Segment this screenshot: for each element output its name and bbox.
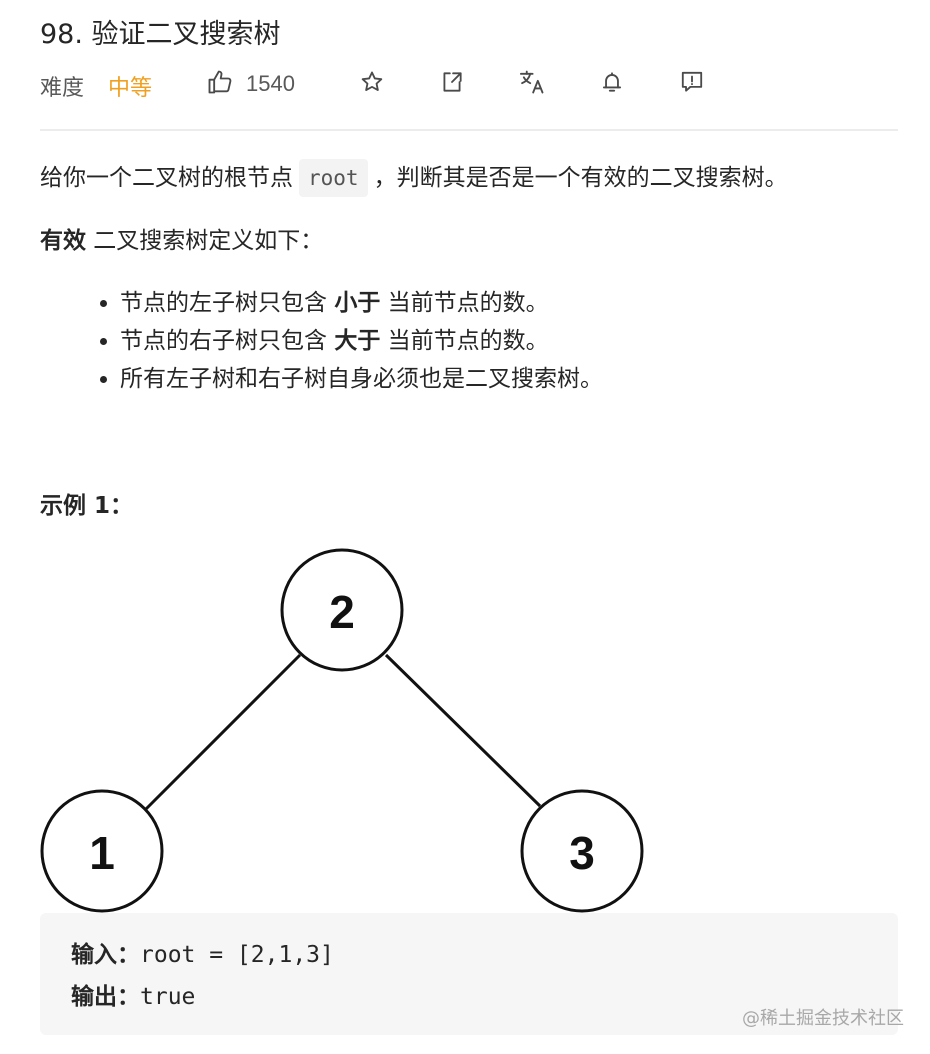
input-label: 输入： (71, 942, 140, 968)
rule-list: 节点的左子树只包含 小于 当前节点的数。 节点的右子树只包含 大于 当前节点的数… (96, 284, 603, 398)
tree-node-label: 3 (569, 827, 595, 879)
problem-title: 98. 验证二叉搜索树 (40, 19, 281, 50)
feedback-icon (679, 69, 705, 99)
binary-tree-diagram: 2 1 3 (40, 548, 644, 913)
thumbs-up-icon (206, 68, 234, 100)
rule-text: 节点的右子树只包含 (120, 328, 335, 354)
example-output-row: 输出：true (71, 977, 195, 1011)
bell-icon (599, 69, 625, 99)
subscribe-button[interactable] (596, 68, 628, 100)
share-icon (439, 69, 465, 99)
difficulty-badge: 中等 (108, 76, 153, 101)
tree-edge-left (144, 653, 302, 811)
tree-node-root: 2 (280, 548, 404, 672)
difficulty-label: 难度 (40, 76, 85, 101)
header-divider (40, 129, 898, 131)
tree-node-right: 3 (520, 789, 644, 913)
share-button[interactable] (436, 68, 468, 100)
example-code-block: 输入：root = [2,1,3] 输出：true (40, 913, 898, 1035)
example-title: 示例 1： (40, 493, 134, 519)
rule-text: 所有左子树和右子树自身必须也是二叉搜索树。 (120, 366, 603, 392)
definition-bold-term: 有效 (40, 228, 86, 254)
definition-intro: 有效 二叉搜索树定义如下： (40, 221, 323, 261)
translate-button[interactable] (516, 68, 548, 100)
rule-bold: 小于 (334, 290, 381, 316)
star-icon (359, 69, 385, 99)
favorite-button[interactable] (356, 68, 388, 100)
list-item: 所有左子树和右子树自身必须也是二叉搜索树。 (120, 360, 603, 398)
description-text-tail: ，判断其是否是一个有效的二叉搜索树。 (373, 165, 788, 191)
definition-text: 二叉搜索树定义如下： (86, 228, 324, 254)
rule-text-tail: 当前节点的数。 (380, 290, 549, 316)
output-value: true (140, 984, 196, 1010)
tree-edge-right (384, 653, 542, 808)
inline-code-root: root (299, 159, 368, 197)
example-input-row: 输入：root = [2,1,3] (71, 935, 334, 969)
output-label: 输出： (71, 984, 140, 1010)
list-item: 节点的左子树只包含 小于 当前节点的数。 (120, 284, 603, 322)
problem-meta-bar: 难度 中等 1540 (40, 66, 900, 102)
feedback-button[interactable] (676, 68, 708, 100)
input-value: root = [2,1,3] (140, 942, 334, 968)
description-text: 给你一个二叉树的根节点 (40, 165, 293, 191)
tree-node-left: 1 (40, 789, 164, 913)
translate-icon (518, 68, 546, 100)
rule-text: 节点的左子树只包含 (120, 290, 335, 316)
tree-node-label: 1 (89, 827, 115, 879)
tree-node-label: 2 (329, 586, 355, 638)
list-item: 节点的右子树只包含 大于 当前节点的数。 (120, 322, 603, 360)
like-count: 1540 (246, 71, 295, 96)
watermark: @稀土掘金技术社区 (742, 1008, 904, 1029)
rule-text-tail: 当前节点的数。 (380, 328, 549, 354)
rule-bold: 大于 (334, 328, 381, 354)
like-button[interactable]: 1540 (206, 66, 295, 102)
